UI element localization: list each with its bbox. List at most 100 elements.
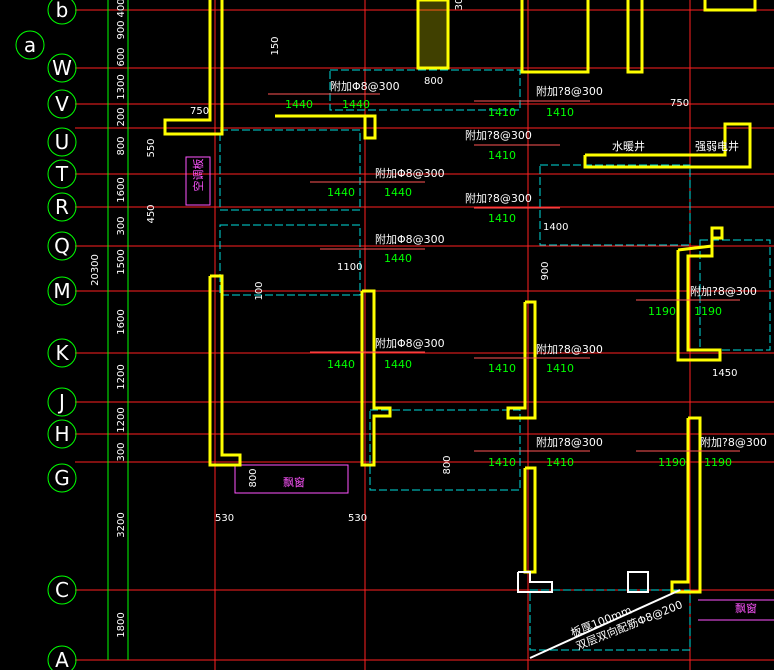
axis-bubble-U: U bbox=[47, 127, 77, 157]
axis-bubble-K: K bbox=[47, 338, 77, 368]
water-shaft-hatch bbox=[416, 0, 450, 70]
rebar-note: 附加Φ8@300 bbox=[375, 336, 445, 350]
svg-text:1410: 1410 bbox=[546, 456, 574, 469]
rebar-note: 附加?8@300 bbox=[465, 128, 532, 142]
wall-c-right bbox=[670, 416, 702, 594]
dim-seg-4: 1300 bbox=[116, 74, 127, 99]
svg-text:1410: 1410 bbox=[546, 106, 574, 119]
svg-text:1440: 1440 bbox=[342, 98, 370, 111]
dim-text: 750 bbox=[670, 98, 689, 109]
dim-text: 450 bbox=[146, 204, 157, 223]
wall-center bbox=[360, 289, 392, 467]
vertical-axis-lines bbox=[214, 0, 691, 670]
dim-seg-3: 600 bbox=[116, 47, 127, 66]
svg-text:W: W bbox=[52, 56, 72, 80]
axis-bubbles: b a W V U T R Q M K J H G C A bbox=[15, 0, 77, 670]
axis-bubble-Q: Q bbox=[47, 231, 77, 261]
svg-text:1440: 1440 bbox=[384, 252, 412, 265]
wall-top-center bbox=[275, 114, 377, 140]
svg-text:1440: 1440 bbox=[327, 186, 355, 199]
dim-seg-9: 1500 bbox=[116, 249, 127, 274]
wall-right bbox=[676, 226, 724, 362]
dim-seg-12: 1200 bbox=[116, 407, 127, 432]
dim-seg-10: 1600 bbox=[116, 309, 127, 334]
svg-text:1410: 1410 bbox=[488, 212, 516, 225]
dim-text: 800 bbox=[248, 468, 259, 487]
svg-text:1440: 1440 bbox=[285, 98, 313, 111]
dim-text: 100 bbox=[254, 281, 265, 300]
tags: 水暖井 强弱电井 空调板 飘窗 飘窗 bbox=[191, 139, 757, 615]
svg-text:R: R bbox=[55, 195, 69, 219]
dim-seg-15: 1800 bbox=[116, 612, 127, 637]
dim-seg-1: 400 bbox=[116, 0, 127, 18]
dim-text: 800 bbox=[424, 76, 443, 87]
axis-bubble-W: W bbox=[47, 53, 77, 83]
cyan-outlines bbox=[219, 69, 771, 651]
dim-text: 530 bbox=[348, 513, 367, 524]
left-dimension-chain bbox=[107, 0, 129, 660]
magenta-outlines bbox=[185, 156, 774, 621]
dim-seg-2: 900 bbox=[116, 20, 127, 39]
svg-text:H: H bbox=[54, 422, 69, 446]
svg-text:1440: 1440 bbox=[384, 186, 412, 199]
svg-text:A: A bbox=[55, 648, 69, 670]
rebar-note: 附加?8@300 bbox=[690, 284, 757, 298]
dim-text: 800 bbox=[442, 455, 453, 474]
svg-text:1410: 1410 bbox=[488, 456, 516, 469]
axis-bubble-b: b bbox=[47, 0, 77, 25]
tag-ac-panel: 空调板 bbox=[191, 159, 205, 192]
dim-text: 900 bbox=[540, 261, 551, 280]
svg-text:J: J bbox=[57, 390, 65, 414]
rebar-note: 附加Φ8@300 bbox=[375, 166, 445, 180]
svg-text:1410: 1410 bbox=[546, 362, 574, 375]
dim-text: 1450 bbox=[712, 368, 737, 379]
rebar-note: 附加?8@300 bbox=[465, 191, 532, 205]
svg-text:1440: 1440 bbox=[384, 358, 412, 371]
tag-elec-shaft: 强弱电井 bbox=[695, 139, 739, 153]
svg-text:T: T bbox=[55, 162, 69, 186]
svg-text:1190: 1190 bbox=[658, 456, 686, 469]
column-c-left bbox=[517, 571, 553, 593]
svg-text:1190: 1190 bbox=[704, 456, 732, 469]
wall-top-right-b bbox=[626, 0, 644, 74]
axis-bubble-A: A bbox=[47, 645, 77, 670]
svg-text:K: K bbox=[55, 341, 69, 365]
svg-text:a: a bbox=[24, 33, 36, 57]
svg-text:1410: 1410 bbox=[488, 149, 516, 162]
dim-text: 1400 bbox=[543, 222, 568, 233]
dim-text: 550 bbox=[146, 138, 157, 157]
axis-bubble-V: V bbox=[47, 89, 77, 119]
dim-seg-6: 800 bbox=[116, 136, 127, 155]
slab-note: 板厚100mm 双层双向配筋Φ8@200 bbox=[569, 597, 685, 653]
axis-bubble-H: H bbox=[47, 419, 77, 449]
svg-text:V: V bbox=[55, 92, 69, 116]
dim-seg-11: 1200 bbox=[116, 364, 127, 389]
svg-text:Q: Q bbox=[54, 234, 70, 258]
rebar-note: 附加?8@300 bbox=[700, 435, 767, 449]
svg-text:G: G bbox=[54, 466, 70, 490]
rebar-note: 附加?8@300 bbox=[536, 435, 603, 449]
svg-text:1190: 1190 bbox=[694, 305, 722, 318]
axis-bubble-M: M bbox=[47, 276, 77, 306]
wall-top-right-c bbox=[703, 0, 757, 12]
dim-seg-7: 1600 bbox=[116, 177, 127, 202]
green-dimensions: 1440 1440 1440 1440 1440 1440 1440 1410 … bbox=[285, 98, 732, 469]
dim-total: 20300 bbox=[90, 254, 101, 286]
rebar-notes: 附加Φ8@300 附加Φ8@300 附加Φ8@300 附加Φ8@300 附加?8… bbox=[330, 79, 767, 449]
wall-shaft bbox=[583, 122, 752, 169]
axis-bubble-T: T bbox=[47, 159, 77, 189]
axis-bubble-a: a bbox=[15, 30, 45, 60]
left-dimension-texts: 400 900 600 1300 200 800 1600 300 1500 1… bbox=[90, 0, 127, 638]
axis-bubble-R: R bbox=[47, 192, 77, 222]
white-outlines bbox=[517, 571, 681, 659]
svg-text:1440: 1440 bbox=[327, 358, 355, 371]
rebar-note: 附加?8@300 bbox=[536, 342, 603, 356]
tag-water-shaft: 水暖井 bbox=[612, 139, 645, 153]
wall-left-lower bbox=[208, 274, 242, 467]
dim-seg-8: 300 bbox=[116, 216, 127, 235]
dim-seg-14: 3200 bbox=[116, 512, 127, 537]
rebar-note: 附加Φ8@300 bbox=[330, 79, 400, 93]
rebar-note: 附加?8@300 bbox=[536, 84, 603, 98]
dim-text: 750 bbox=[190, 106, 209, 117]
